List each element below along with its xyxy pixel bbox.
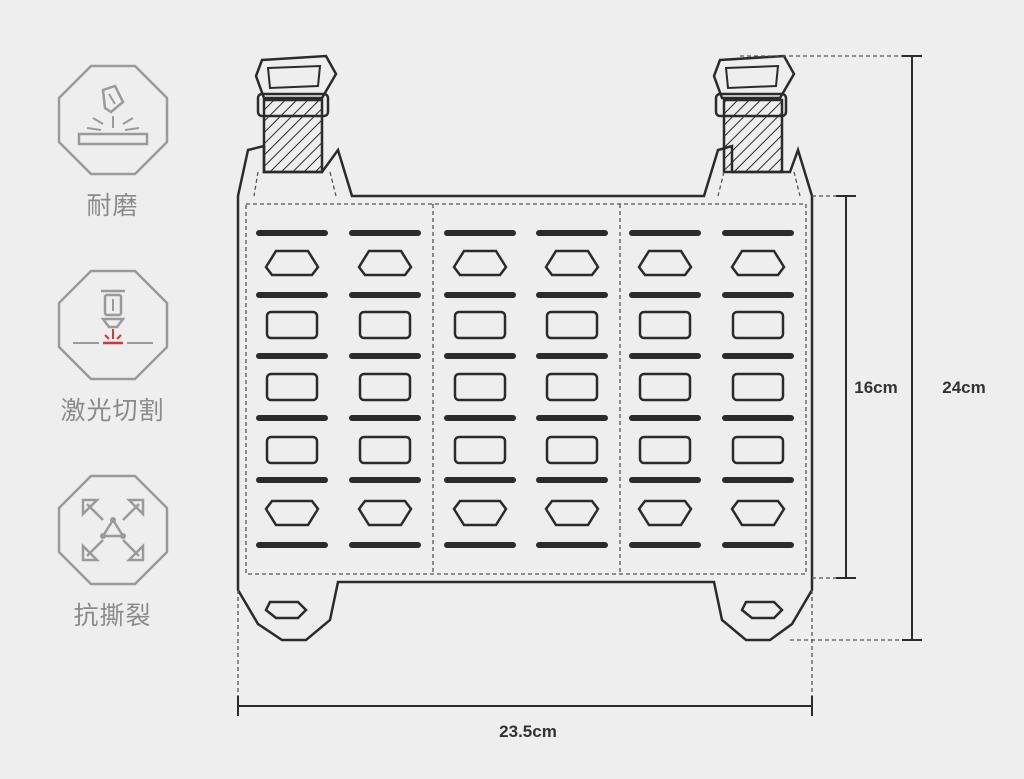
molle-strap-bar	[629, 415, 701, 421]
trapezoid-slot	[730, 249, 786, 277]
width-dimension	[237, 696, 813, 716]
molle-strap-bar	[536, 230, 608, 236]
panel-stitching	[237, 55, 905, 700]
molle-strap-bar	[444, 292, 516, 298]
molle-strap-bar	[629, 353, 701, 359]
molle-strap-bar	[536, 353, 608, 359]
bottom-mount-holes	[264, 600, 784, 620]
trapezoid-slot	[544, 249, 600, 277]
abrasion-resistant-icon	[57, 64, 168, 176]
molle-strap-bar	[256, 353, 328, 359]
molle-strap-bar	[444, 230, 516, 236]
molle-strap-bar	[349, 542, 421, 548]
molle-strap-bar	[536, 477, 608, 483]
rect-slot	[731, 435, 785, 465]
molle-strap-bar	[722, 353, 794, 359]
feature-label: 抗撕裂	[73, 601, 152, 630]
rect-slot	[638, 310, 692, 340]
trapezoid-slot	[730, 499, 786, 527]
trapezoid-slot	[452, 249, 508, 277]
molle-strap-bar	[349, 230, 421, 236]
molle-strap-bar	[536, 542, 608, 548]
molle-strap-bar	[256, 477, 328, 483]
molle-strap-bar	[444, 353, 516, 359]
molle-strap-bar	[722, 292, 794, 298]
panel-height-dimension	[836, 195, 856, 579]
rect-slot	[453, 372, 507, 402]
laser-cut-slot-grid	[256, 230, 794, 548]
rect-slot	[545, 310, 599, 340]
molle-strap-bar	[536, 415, 608, 421]
molle-strap-bar	[629, 230, 701, 236]
left-strap	[262, 98, 324, 174]
rect-slot	[453, 435, 507, 465]
rect-slot	[358, 310, 412, 340]
rect-slot	[638, 372, 692, 402]
panel-outline	[236, 144, 814, 642]
rect-slot	[545, 435, 599, 465]
feature-label: 耐磨	[86, 191, 139, 220]
molle-strap-bar	[629, 292, 701, 298]
total-height-label: 24cm	[942, 378, 985, 397]
molle-strap-bar	[349, 477, 421, 483]
molle-strap-bar	[536, 292, 608, 298]
laser-cut-icon	[57, 269, 168, 381]
molle-strap-bar	[444, 415, 516, 421]
panel-height-label: 16cm	[854, 378, 897, 397]
molle-strap-bar	[722, 477, 794, 483]
molle-strap-bar	[444, 477, 516, 483]
rect-slot	[358, 435, 412, 465]
rect-slot	[358, 372, 412, 402]
molle-strap-bar	[256, 230, 328, 236]
trapezoid-slot	[357, 499, 413, 527]
feature-laser-cut: 激光切割	[40, 265, 185, 427]
molle-strap-bar	[256, 415, 328, 421]
rect-slot	[265, 310, 319, 340]
molle-strap-bar	[349, 415, 421, 421]
molle-strap-bar	[256, 542, 328, 548]
rect-slot	[731, 372, 785, 402]
rect-slot	[265, 435, 319, 465]
total-height-dimension	[902, 55, 922, 641]
molle-strap-bar	[349, 353, 421, 359]
molle-strap-bar	[444, 542, 516, 548]
feature-label: 激光切割	[60, 396, 165, 425]
molle-strap-bar	[722, 230, 794, 236]
molle-strap-bar	[629, 477, 701, 483]
feature-tear-resistant: 抗撕裂	[40, 470, 185, 632]
tear-resistant-icon	[57, 474, 168, 586]
trapezoid-slot	[264, 249, 320, 277]
rect-slot	[545, 372, 599, 402]
trapezoid-slot	[264, 499, 320, 527]
rect-slot	[453, 310, 507, 340]
molle-strap-bar	[256, 292, 328, 298]
trapezoid-slot	[544, 499, 600, 527]
molle-strap-bar	[349, 292, 421, 298]
rect-slot	[731, 310, 785, 340]
trapezoid-slot	[637, 499, 693, 527]
molle-strap-bar	[629, 542, 701, 548]
trapezoid-slot	[452, 499, 508, 527]
width-label: 23.5cm	[499, 722, 557, 741]
trapezoid-slot	[637, 249, 693, 277]
feature-abrasion: 耐磨	[40, 60, 185, 222]
molle-strap-bar	[722, 542, 794, 548]
rect-slot	[265, 372, 319, 402]
trapezoid-slot	[357, 249, 413, 277]
rect-slot	[638, 435, 692, 465]
molle-strap-bar	[722, 415, 794, 421]
